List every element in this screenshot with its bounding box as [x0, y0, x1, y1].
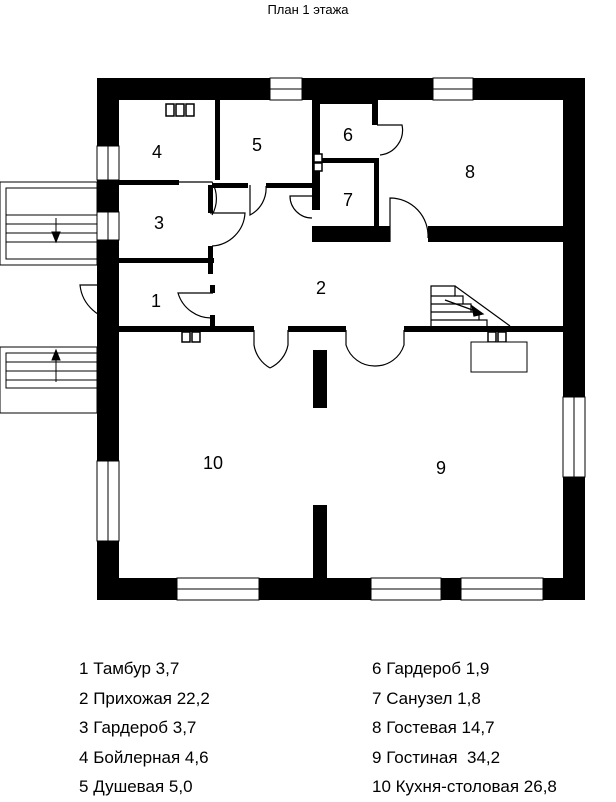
room-label-10: 10	[203, 453, 223, 473]
window-mullions	[107, 88, 575, 590]
legend-item: 7 Санузел 1,8	[372, 688, 481, 708]
legend-item: 6 Гардероб 1,9	[372, 659, 490, 678]
room-label-9: 9	[436, 458, 446, 478]
legend-right: 6 Гардероб 1,9 7 Санузел 1,8 8 Гостевая …	[372, 654, 557, 802]
room-label-4: 4	[152, 142, 162, 162]
exterior-walls	[97, 78, 585, 600]
legend-item: 4 Бойлерная 4,6	[79, 747, 209, 767]
door-swings	[79, 124, 429, 369]
legend-item: 1 Тамбур 3,7	[79, 659, 180, 678]
room-label-2: 2	[316, 278, 326, 298]
room-label-3: 3	[154, 213, 164, 233]
legend-item: 5 Душевая 5,0	[79, 777, 193, 796]
legend-item: 3 Гардероб 3,7	[79, 718, 197, 737]
legend-item: 8 Гостевая 14,7	[372, 718, 495, 737]
legend-item: 9 Гостиная 34,2	[372, 747, 501, 767]
legend-item: 10 Кухня-столовая 26,8	[372, 777, 557, 796]
stove-icon	[470, 341, 528, 373]
room-label-8: 8	[465, 162, 475, 182]
legend-item: 2 Прихожая 22,2	[79, 688, 210, 708]
room-label-1: 1	[151, 291, 161, 311]
staircase-icon	[430, 285, 511, 327]
room-label-6: 6	[343, 125, 353, 145]
legend-left: 1 Тамбур 3,7 2 Прихожая 22,2 3 Гардероб …	[79, 654, 210, 802]
windows	[96, 77, 586, 601]
porch	[0, 181, 98, 414]
room-labels: 4 5 6 7 8 3 2 1 10 9	[151, 125, 475, 478]
room-label-7: 7	[343, 190, 353, 210]
room-label-5: 5	[252, 135, 262, 155]
plan-title: План 1 этажа	[267, 2, 349, 17]
